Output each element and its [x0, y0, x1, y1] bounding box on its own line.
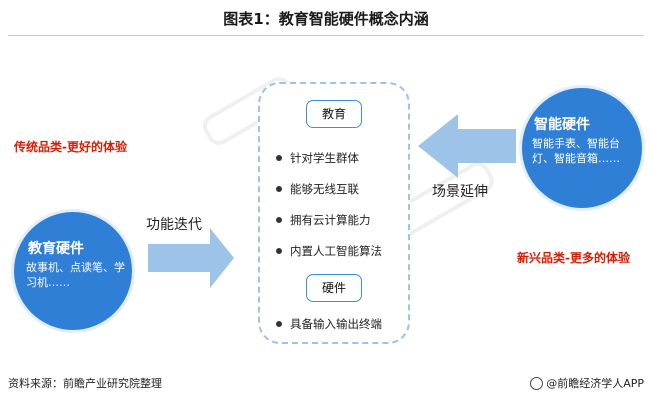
function-iteration-label: 功能迭代 [146, 217, 202, 233]
brand-logo-icon [530, 376, 544, 390]
education-label: 教育 [306, 100, 362, 128]
bullet-dot [276, 154, 282, 161]
education-item: 能够无线互联 [276, 181, 359, 197]
brand-credit-text: @前瞻经济学人APP [546, 377, 644, 390]
hardware-label: 硬件 [306, 274, 362, 302]
smart-hardware-desc: 智能手表、智能台灯、智能音箱…… [532, 137, 620, 165]
education-item: 拥有云计算能力 [276, 212, 371, 228]
bullet-dot [276, 216, 282, 223]
source-note: 资料来源：前瞻产业研究院整理 [8, 377, 162, 390]
smart-hardware-title: 智能硬件 [534, 117, 590, 133]
education-item-text: 拥有云计算能力 [290, 213, 371, 227]
title-divider [8, 35, 644, 36]
emerging-category-tag: 新兴品类-更多的体验 [517, 251, 630, 265]
bullet-dot [276, 320, 282, 327]
education-item: 针对学生群体 [276, 150, 359, 166]
education-hardware-title: 教育硬件 [28, 241, 84, 257]
left-arrow [148, 228, 234, 288]
brand-credit: @前瞻经济学人APP [530, 375, 644, 391]
education-hardware-desc: 故事机、点读笔、学习机…… [26, 261, 125, 289]
education-item-text: 内置人工智能算法 [290, 244, 382, 258]
hardware-item: 具备输入输出终端 [276, 316, 382, 332]
education-item: 内置人工智能算法 [276, 243, 382, 259]
chart-title: 图表1：教育智能硬件概念内涵 [223, 10, 429, 28]
education-item-text: 能够无线互联 [290, 182, 359, 196]
traditional-category-tag: 传统品类-更好的体验 [14, 140, 127, 154]
education-item-text: 针对学生群体 [290, 151, 359, 165]
smart-hardware-circle: 智能硬件 智能手表、智能台灯、智能音箱…… [522, 88, 642, 208]
scenario-extension-label: 场景延伸 [432, 184, 488, 200]
bullet-dot [276, 247, 282, 254]
right-arrow [418, 114, 516, 178]
bullet-dot [276, 185, 282, 192]
education-hardware-circle: 教育硬件 故事机、点读笔、学习机…… [14, 212, 132, 330]
hardware-item-text: 具备输入输出终端 [290, 317, 382, 331]
